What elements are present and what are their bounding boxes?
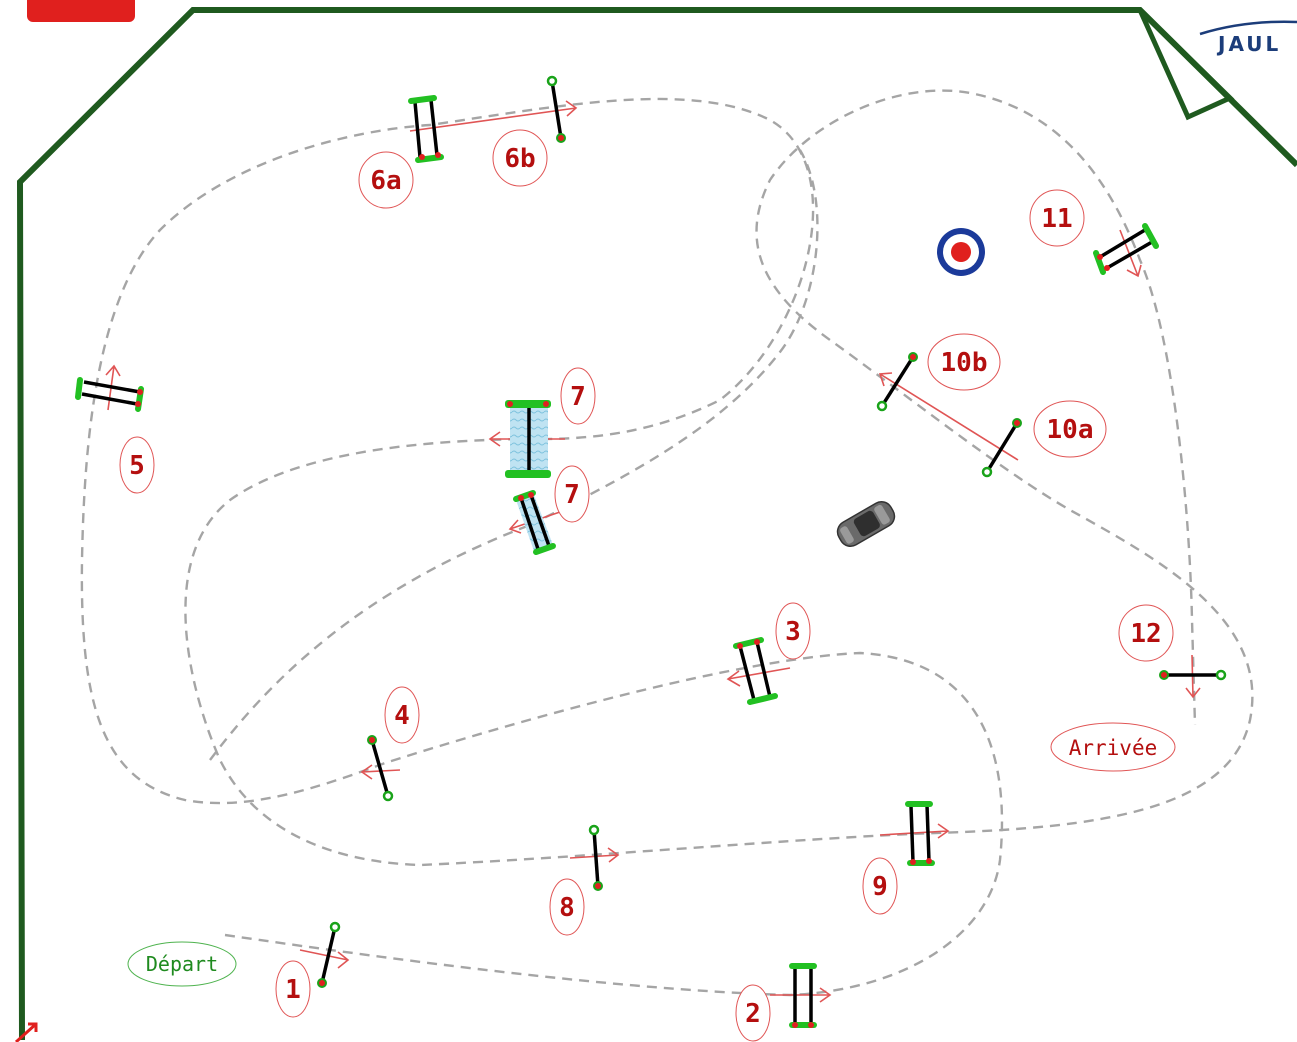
obstacle-4[interactable]: 4 (367, 686, 420, 802)
obstacle-8[interactable]: 8 (549, 824, 603, 936)
svg-text:Arrivée: Arrivée (1069, 736, 1158, 760)
obstacle-7-lower[interactable]: 7 (513, 465, 590, 555)
obstacle-1[interactable]: 1 (275, 921, 341, 1018)
course-route-seg2 (529, 149, 819, 527)
brand-logo: JAUL (1199, 20, 1297, 56)
car-icon (836, 501, 896, 547)
obstacle-label: 10a (1047, 415, 1094, 445)
obstacle-label: 2 (745, 999, 761, 1029)
obstacle-label: 6a (370, 166, 401, 196)
obstacle-label: 4 (394, 701, 410, 731)
obstacle-label: 3 (785, 617, 801, 647)
obstacle-label: 8 (559, 893, 575, 923)
obstacle-9[interactable]: 9 (862, 801, 935, 915)
obstacle-6b[interactable]: 6b (492, 75, 566, 187)
obstacle-label: 7 (564, 480, 580, 510)
corner-arrow-icon (14, 1022, 38, 1042)
svg-text:Départ: Départ (146, 952, 218, 976)
obstacle-label: 12 (1130, 619, 1161, 649)
obstacle-5[interactable]: 5 (75, 377, 155, 494)
obstacle-label: 9 (872, 872, 888, 902)
obstacle-6a[interactable]: 6a (358, 95, 444, 209)
obstacle-2[interactable]: 2 (735, 963, 817, 1042)
obstacle-7-upper[interactable]: 7 (505, 367, 596, 478)
obstacle-12[interactable]: 12 (1118, 604, 1227, 681)
target-icon (937, 228, 985, 276)
direction-arrows (105, 100, 1201, 1003)
obstacle-3[interactable]: 3 (733, 602, 811, 705)
obstacle-label: 7 (570, 382, 586, 412)
obstacle-10b[interactable]: 10b (876, 333, 1001, 412)
finish-label: Arrivée (1050, 722, 1176, 772)
course-route-seg3 (209, 523, 531, 761)
arena-border (16, 7, 1297, 1041)
brand-text: JAUL (1216, 32, 1281, 56)
obstacle-label: 10b (941, 348, 988, 378)
obstacle-11[interactable]: 11 (1029, 189, 1159, 275)
obstacle-label: 5 (129, 451, 145, 481)
corner-marker-icon (1137, 8, 1235, 121)
obstacle-10a[interactable]: 10a (981, 400, 1107, 478)
brand-red-tab (27, 0, 135, 22)
obstacle-label: 11 (1041, 204, 1072, 234)
obstacle-label: 1 (285, 975, 301, 1005)
obstacle-label: 6b (504, 144, 535, 174)
start-label: Départ (127, 941, 237, 987)
